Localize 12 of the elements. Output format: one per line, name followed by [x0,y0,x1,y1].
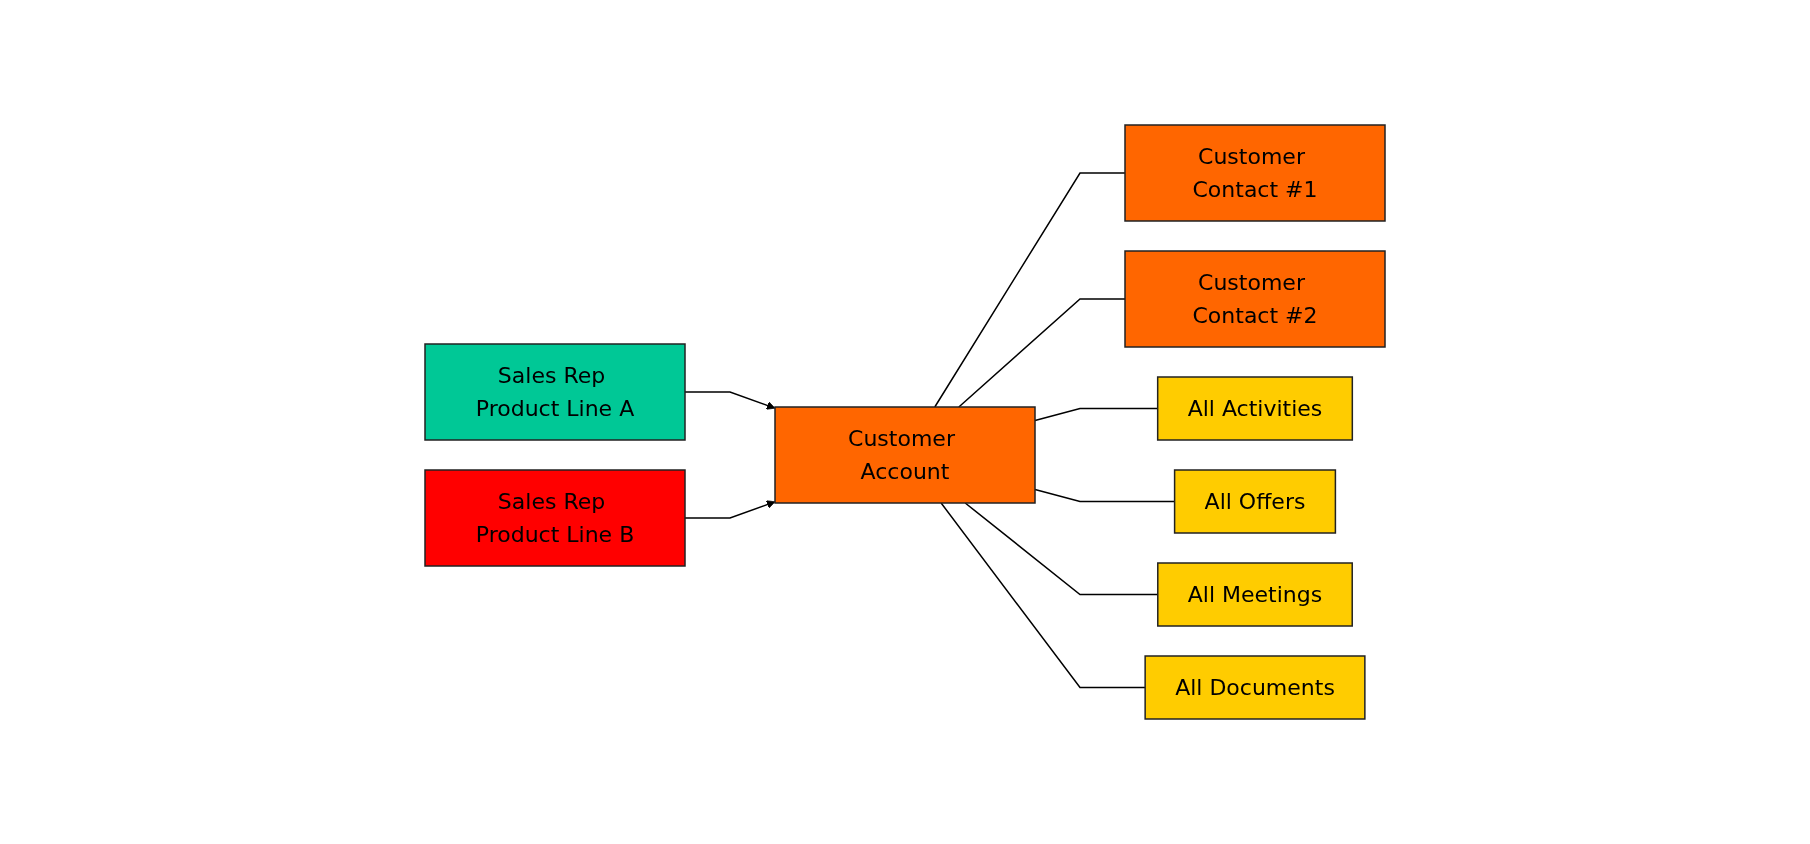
node-box: Customer Account [774,406,1036,504]
node-box: Customer Contact #2 [1124,250,1386,348]
connector [934,172,1126,408]
connector [958,298,1126,408]
node-box: Sales Rep Product Line B [424,469,686,567]
node-box: Customer Contact #1 [1124,124,1386,222]
node-box: All Documents [1144,655,1366,720]
node-box: All Meetings [1157,562,1353,627]
node-box: All Offers [1173,469,1337,534]
node-box: Sales Rep Product Line A [424,343,686,441]
node-box: All Activities [1156,376,1354,441]
connector [940,502,1146,689]
